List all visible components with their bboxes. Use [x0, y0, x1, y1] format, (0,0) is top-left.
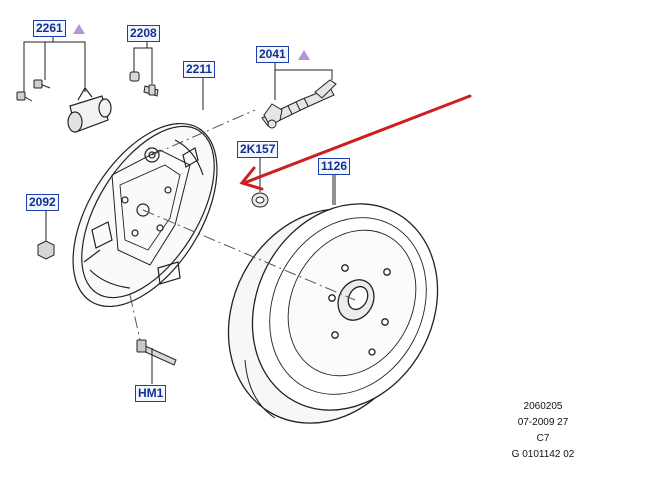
leader-lines-2261 [23, 35, 86, 92]
spring-clip [251, 158, 269, 208]
callout-2211[interactable]: 2211 [183, 61, 216, 78]
reference-number: 2060205 [523, 401, 563, 412]
callout-2041[interactable]: 2041 [256, 46, 289, 63]
adjuster-assembly [261, 79, 337, 129]
highlight-arrow [239, 94, 472, 191]
callout-2261[interactable]: 2261 [33, 20, 66, 37]
mounting-bolt [136, 339, 177, 384]
reference-date: 07-2009 27 [517, 417, 569, 428]
callout-1126[interactable]: 1126 [318, 158, 351, 175]
leader-lines-parts [202, 76, 336, 205]
reference-code: C7 [536, 433, 550, 444]
reference-drawing-id: G 0101142 02 [511, 449, 575, 460]
wheel-cylinder-bolts [16, 79, 51, 102]
wheel-cylinder [67, 86, 112, 133]
leader-lines-2208 [133, 40, 153, 84]
attention-marker-icon [298, 50, 310, 60]
callout-hm1[interactable]: HM1 [135, 385, 167, 402]
attention-marker-icon [73, 24, 85, 34]
callout-2k157[interactable]: 2K157 [237, 141, 279, 158]
backing-plate [72, 122, 218, 308]
brake-drum [227, 172, 439, 424]
callout-2208[interactable]: 2208 [127, 25, 160, 42]
callout-2092[interactable]: 2092 [26, 194, 59, 211]
center-axis-lines [129, 109, 356, 341]
leader-lines-2041 [274, 61, 333, 100]
bleed-screw-parts [129, 71, 159, 97]
backing-plate-nut [37, 210, 55, 260]
